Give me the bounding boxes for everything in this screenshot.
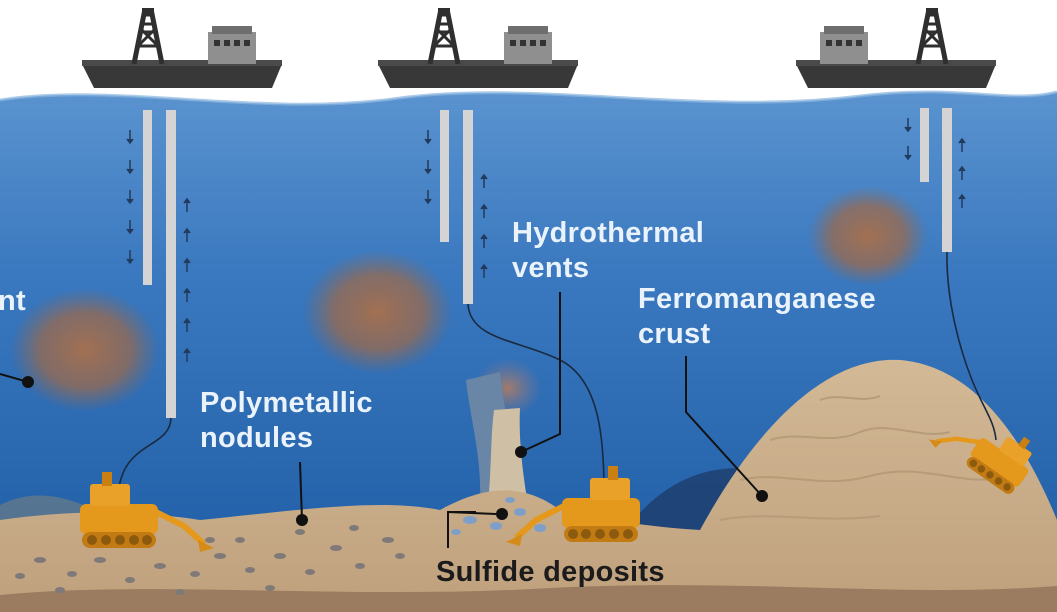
sediment-plume-icon bbox=[10, 288, 160, 412]
label-line: nodules bbox=[200, 422, 314, 454]
label-line: Hydrothermal bbox=[512, 217, 705, 249]
callout-dot bbox=[22, 376, 34, 388]
label-line: vents bbox=[512, 252, 590, 284]
sediment-plume-icon bbox=[808, 186, 928, 286]
label-sediment-partial: nt bbox=[0, 285, 26, 317]
riser-pipe-icon bbox=[143, 108, 952, 418]
label-line: Ferromanganese bbox=[638, 283, 876, 315]
nodules bbox=[15, 525, 405, 595]
sediment-plume-icon bbox=[303, 250, 453, 374]
callout-dot bbox=[496, 508, 508, 520]
seabed-lower bbox=[0, 585, 1057, 612]
label-hydrothermal-vents: Hydrothermal vents bbox=[512, 216, 704, 286]
label-ferromanganese-crust: Ferromanganese crust bbox=[638, 282, 876, 352]
callout-dot bbox=[515, 446, 527, 458]
label-sulfide-deposits: Sulfide deposits bbox=[436, 556, 665, 588]
callout-dot bbox=[296, 514, 308, 526]
label-line: crust bbox=[638, 318, 711, 350]
seabed bbox=[0, 359, 1057, 612]
sulfide-deposits bbox=[451, 497, 546, 535]
callout-dot bbox=[756, 490, 768, 502]
label-polymetallic-nodules: Polymetallic nodules bbox=[200, 386, 373, 456]
label-line: Polymetallic bbox=[200, 387, 373, 419]
